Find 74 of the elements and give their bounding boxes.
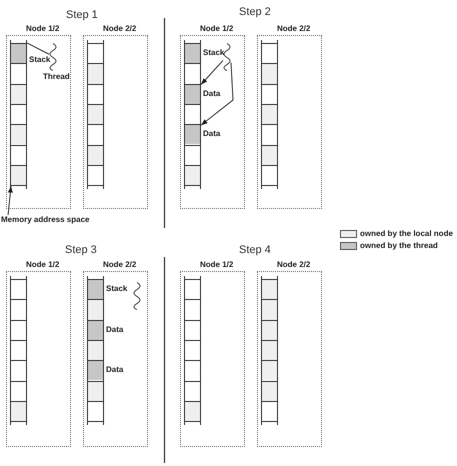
region-label: Data bbox=[106, 324, 124, 335]
memory-cell bbox=[10, 43, 27, 64]
node-heading: Node 2/2 bbox=[103, 24, 136, 34]
memory-cell bbox=[261, 144, 278, 165]
memory-cell bbox=[261, 320, 278, 340]
node-heading: Node 2/2 bbox=[103, 260, 136, 270]
step-title: Step 4 bbox=[239, 244, 271, 257]
memory-cell bbox=[261, 299, 278, 320]
memory-cell bbox=[87, 340, 104, 360]
wavy-line-icon bbox=[133, 282, 141, 310]
memory-cell bbox=[87, 299, 104, 320]
memory-cell bbox=[87, 63, 104, 84]
memory-cell bbox=[87, 360, 104, 380]
memory-cell bbox=[261, 43, 278, 64]
memory-cell bbox=[261, 380, 278, 401]
memory-cell bbox=[261, 104, 278, 124]
memory-cell bbox=[184, 400, 201, 422]
memory-cell bbox=[87, 400, 104, 422]
compute-node-frame bbox=[180, 24, 245, 209]
memory-cell bbox=[261, 340, 278, 360]
memory-cell bbox=[261, 360, 278, 380]
memory-cell bbox=[87, 164, 104, 186]
thread-label: Thread bbox=[43, 72, 70, 82]
legend-label: owned by the local node bbox=[360, 229, 453, 239]
region-label: Data bbox=[203, 129, 220, 140]
node-heading: Node 2/2 bbox=[277, 260, 310, 270]
node-heading: Node 1/2 bbox=[200, 260, 234, 270]
compute-node-frame bbox=[6, 24, 71, 209]
compute-node-frame bbox=[257, 24, 322, 209]
compute-node-frame bbox=[83, 260, 148, 447]
memory-cell bbox=[87, 320, 104, 340]
compute-node-frame bbox=[83, 24, 148, 209]
compute-node-frame bbox=[257, 260, 322, 447]
step-title: Step 1 bbox=[66, 9, 98, 22]
memory-cell bbox=[184, 84, 201, 104]
node-heading: Node 1/2 bbox=[26, 24, 60, 34]
compute-node-frame bbox=[180, 260, 245, 447]
node-heading: Node 1/2 bbox=[26, 260, 60, 270]
memory-cell bbox=[10, 164, 27, 186]
memory-cell bbox=[184, 124, 201, 144]
memory-cell bbox=[261, 279, 278, 300]
memory-cell bbox=[184, 43, 201, 64]
legend-label: owned by the thread bbox=[360, 240, 438, 250]
memory-cell bbox=[261, 164, 278, 186]
memory-cell bbox=[184, 164, 201, 186]
memory-cell bbox=[87, 104, 104, 124]
arrow bbox=[200, 62, 234, 126]
wavy-line-icon bbox=[49, 43, 57, 71]
memory-cell bbox=[87, 43, 104, 64]
memory-cell bbox=[10, 400, 27, 422]
memory-cell bbox=[10, 124, 27, 144]
region-label: Data bbox=[203, 88, 220, 99]
leader-arrow bbox=[8, 186, 13, 216]
memory-cell bbox=[87, 380, 104, 401]
annotation-text: Memory address space bbox=[1, 215, 90, 225]
step-title: Step 2 bbox=[239, 6, 271, 19]
memory-cell bbox=[10, 279, 27, 300]
memory-cell bbox=[87, 279, 104, 300]
region-label: Stack bbox=[29, 55, 50, 66]
memory-cell bbox=[261, 400, 278, 422]
region-label: Data bbox=[106, 365, 124, 376]
memory-cell bbox=[87, 144, 104, 165]
node-heading: Node 1/2 bbox=[200, 24, 234, 34]
arrow bbox=[200, 60, 224, 86]
region-label: Stack bbox=[203, 48, 224, 58]
wavy-line-icon bbox=[223, 43, 231, 71]
connector-line bbox=[26, 42, 50, 55]
step-title: Step 3 bbox=[65, 244, 97, 257]
memory-cell bbox=[10, 84, 27, 104]
node-heading: Node 2/2 bbox=[277, 24, 310, 34]
compute-node-frame bbox=[6, 260, 71, 447]
memory-cell bbox=[261, 63, 278, 84]
region-label: Stack bbox=[106, 284, 128, 294]
memory-cell bbox=[184, 279, 201, 300]
